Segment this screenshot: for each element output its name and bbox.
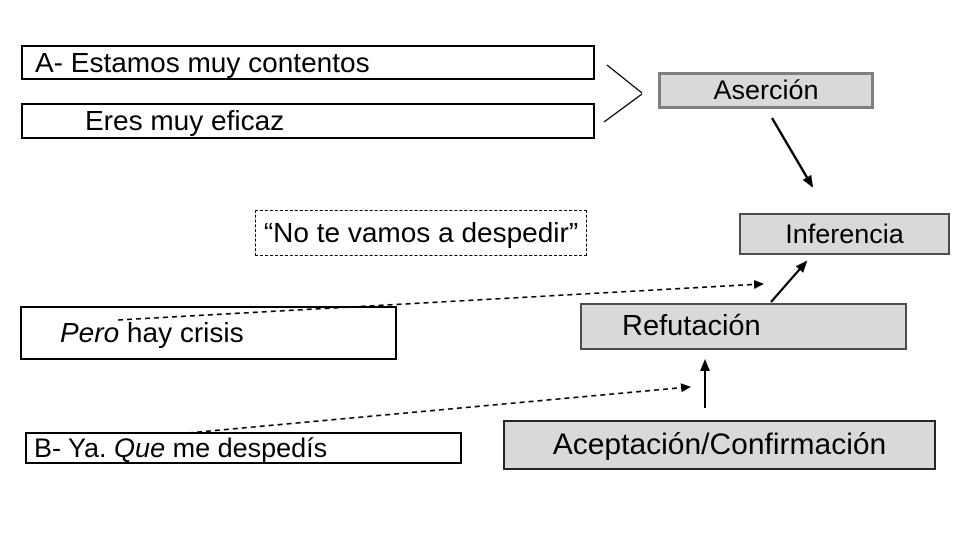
aceptacion-box: Aceptación/Confirmación: [503, 420, 936, 470]
inferencia-label: Inferencia: [785, 218, 904, 249]
asercion-box: Aserción: [658, 72, 874, 109]
pero-label: Pero hay crisis: [60, 317, 244, 348]
inferencia-box: Inferencia: [739, 213, 950, 255]
utterance-b-box: B- Ya. Que me despedís: [25, 432, 462, 464]
quote-box: “No te vamos a despedir”: [255, 210, 587, 256]
refutacion-box: Refutación: [580, 303, 907, 350]
chevron-bottom-line: [603, 93, 643, 123]
utterance-a-line1-label: A- Estamos muy contentos: [35, 46, 370, 78]
arrow-refutacion-to-inferencia: [770, 260, 808, 303]
utterance-a-line1-box: A- Estamos muy contentos: [21, 45, 595, 80]
arrow-asercion-to-inferencia: [770, 117, 814, 188]
chevron-top-line: [606, 64, 643, 94]
utterance-a-line2-label: Eres muy eficaz: [85, 105, 285, 136]
utterance-b-label: B- Ya. Que me despedís: [34, 432, 328, 463]
utterance-a-line2-box: Eres muy eficaz: [21, 103, 595, 139]
refutacion-label: Refutación: [622, 310, 761, 342]
quote-label: “No te vamos a despedir”: [263, 217, 579, 248]
pero-box: Pero hay crisis: [20, 306, 397, 360]
asercion-label: Aserción: [713, 75, 819, 105]
aceptacion-label: Aceptación/Confirmación: [552, 428, 887, 461]
